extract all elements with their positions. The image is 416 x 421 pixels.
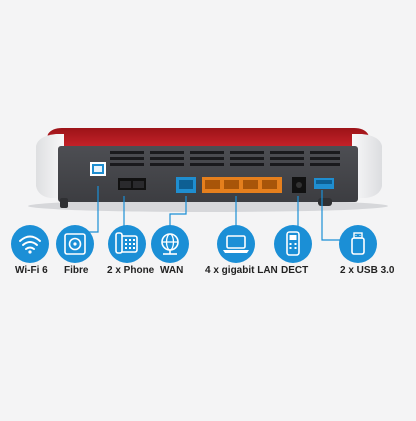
feature-label-phone: 2 x Phone: [107, 265, 155, 276]
wan-port: [176, 177, 196, 193]
fibre-port: [90, 162, 106, 176]
feature-label-wan: WAN: [160, 265, 184, 276]
usb-stick-icon: [339, 225, 377, 263]
usb-port: [314, 178, 334, 189]
power-jack: [292, 177, 306, 193]
feature-label-wifi: Wi-Fi 6: [15, 265, 48, 276]
laptop-icon: [217, 225, 255, 263]
fibre-icon: [56, 225, 94, 263]
globe-network-icon: [151, 225, 189, 263]
dect-handset-icon: [274, 225, 312, 263]
feature-label-usb: 2 x USB 3.0: [340, 265, 395, 276]
phone-icon: [108, 225, 146, 263]
router: [36, 128, 382, 208]
feature-label-fibre: Fibre: [64, 265, 89, 276]
lan-ports: [202, 177, 282, 193]
feature-label-lan: 4 x gigabit LAN: [205, 265, 278, 276]
feature-label-dect: DECT: [281, 265, 309, 276]
wifi-icon: [11, 225, 49, 263]
phone-ports: [118, 178, 146, 190]
